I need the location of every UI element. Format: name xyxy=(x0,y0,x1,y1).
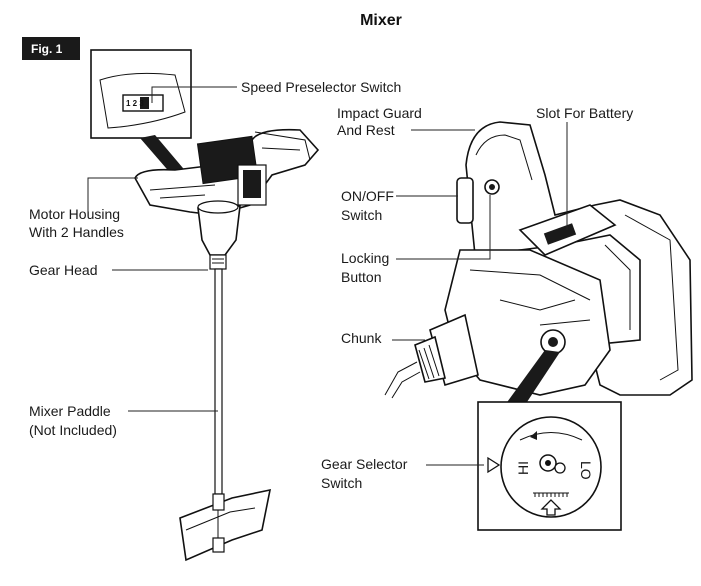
mixer-overview-drawing: 1 2 3 xyxy=(90,49,320,562)
dial-lo-mark: LO xyxy=(578,461,594,480)
mixer-shaft xyxy=(214,268,223,495)
figure-label: Fig. 1 xyxy=(31,42,63,56)
preselector-marks: 1 2 3 xyxy=(126,99,144,108)
label-gear-selector-line2: Switch xyxy=(321,475,362,491)
diagram-title: Mixer xyxy=(360,12,402,29)
figure-badge xyxy=(22,37,80,60)
label-impact-guard-line2: And Rest xyxy=(337,122,395,138)
label-on-off-line2: Switch xyxy=(341,207,382,223)
preselector-inset xyxy=(90,49,192,139)
detail-pointer xyxy=(505,350,560,405)
dial-hi-mark: HI xyxy=(515,461,531,475)
small-gear-icon xyxy=(554,462,566,474)
label-on-off-line1: ON/OFF xyxy=(341,188,394,204)
label-locking-line1: Locking xyxy=(341,250,389,266)
label-impact-guard-line1: Impact Guard xyxy=(337,105,422,121)
label-speed-preselector: Speed Preselector Switch xyxy=(241,79,401,95)
label-motor-housing-line2: With 2 Handles xyxy=(29,224,124,240)
label-gear-selector-line1: Gear Selector xyxy=(321,456,408,472)
mixer-paddle xyxy=(179,488,272,562)
mixer-detail-drawing: HI LO xyxy=(384,121,693,531)
label-gear-head: Gear Head xyxy=(29,262,97,278)
label-motor-housing-line1: Motor Housing xyxy=(29,206,120,222)
label-slot-for-battery: Slot For Battery xyxy=(536,105,633,121)
label-locking-line2: Button xyxy=(341,269,381,285)
label-mixer-paddle-line2: (Not Included) xyxy=(29,422,117,438)
impact-guard-handle xyxy=(465,121,693,396)
label-chunk: Chunk xyxy=(341,330,382,346)
triangle-pointer-icon xyxy=(487,456,501,474)
up-arrow-icon xyxy=(540,499,562,516)
leader-lines xyxy=(87,86,568,466)
on-off-switch xyxy=(456,177,474,224)
label-mixer-paddle-line1: Mixer Paddle xyxy=(29,403,111,419)
